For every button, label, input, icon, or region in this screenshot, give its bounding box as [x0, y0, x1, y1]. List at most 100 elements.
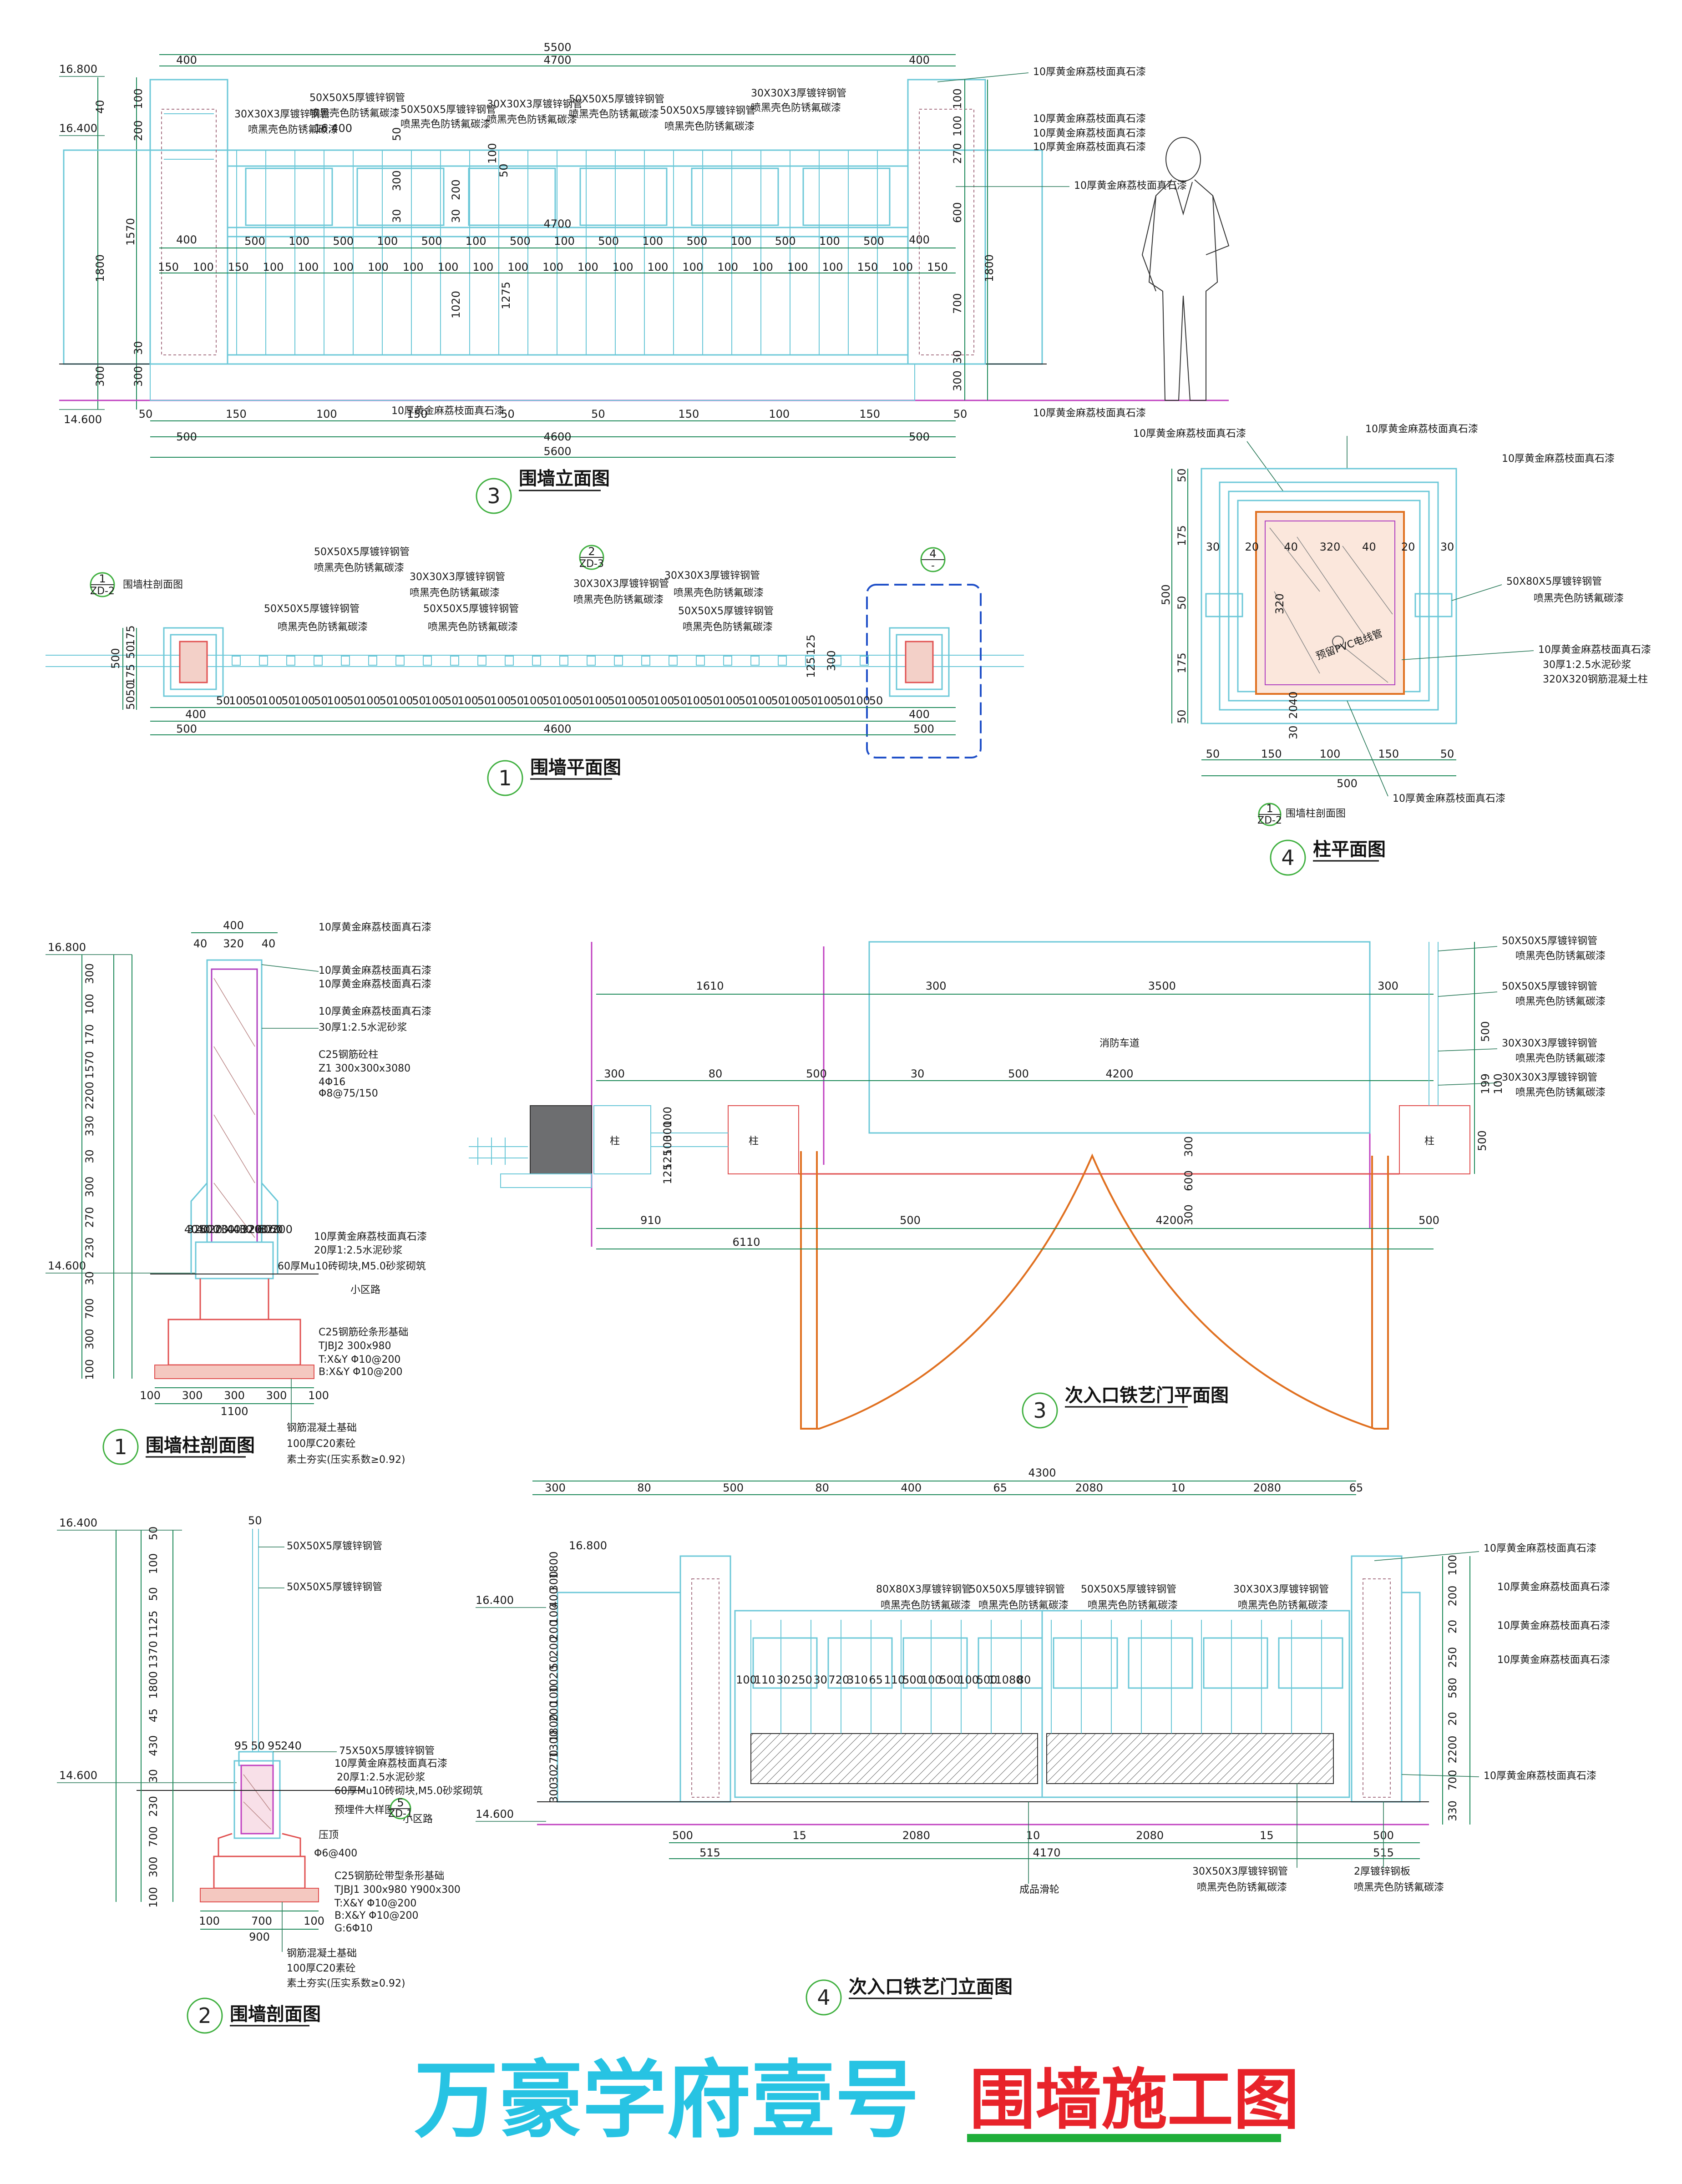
wallsec-left-12: 100 — [147, 1887, 160, 1908]
elev-rowb-21: 100 — [892, 261, 913, 273]
colsec-mid-7: 40 — [227, 1223, 241, 1236]
project-name: 万豪学府壹号 — [414, 2051, 919, 2149]
plan-rowsmall-30: 50 — [706, 694, 720, 707]
elev-panel-3 — [579, 167, 668, 226]
plan-rowsmall-40: 50 — [869, 694, 883, 707]
gateelev-bn-3: 2厚镀锌钢板 — [1354, 1866, 1410, 1877]
plan-label-y: 喷黑壳色防锈氟碳漆 — [573, 594, 664, 606]
plan-rowsmall-16: 50 — [477, 694, 491, 707]
plan-rdim-1: 125 — [805, 657, 817, 678]
sheet-title: 万豪学府壹号 围墙施工图 — [414, 2051, 1299, 2149]
colplan-top-5: 20 — [1401, 541, 1415, 553]
gateelev-inner-10: 100 — [921, 1673, 942, 1686]
wallsec-bot-total: 900 — [249, 1931, 270, 1943]
colsec-left-11: 700 — [83, 1298, 96, 1319]
plan-rowsmall-15: 100 — [457, 694, 478, 707]
elev-rowa-11: 100 — [731, 235, 752, 248]
plan-rowsmall-33: 100 — [751, 694, 772, 707]
elev-rowb-12: 100 — [578, 261, 598, 273]
elev-label-9: 喷黑壳色防锈氟碳漆 — [569, 109, 659, 120]
elev-pipe-labels: 30X30X3厚镀锌钢管 喷黑壳色防锈氟碳漆 50X50X5厚镀锌钢管 喷黑壳色… — [234, 88, 846, 136]
elev-rowb-5: 100 — [333, 261, 354, 273]
elev-rowb-18: 100 — [787, 261, 808, 273]
colplan-rn-1: 喷黑壳色防锈氟碳漆 — [1534, 593, 1624, 604]
colsec-mid-1: 320 — [187, 1223, 208, 1236]
drawing-subject: 围墙施工图 — [969, 2062, 1299, 2138]
gateelev-bot2-0: 515 — [699, 1846, 720, 1859]
elev-rnote-4: 10厚黄金麻荔枝面真石漆 — [1074, 180, 1187, 192]
colsec-note-17: 钢筋混凝土基础 — [287, 1422, 357, 1434]
gateelev-right-6: 2200 — [1446, 1735, 1459, 1763]
elev-right-7: 300 — [951, 370, 964, 391]
colsec-left-4: 2200 — [83, 1082, 96, 1109]
plan-rowsmall-35: 100 — [784, 694, 805, 707]
gateelev-right-8: 330 — [1446, 1800, 1459, 1821]
wall-plan-view: 1 ZD-2 围墙柱剖面图 2 ZD-3 4 - 50X50X5厚镀锌钢管 喷黑… — [46, 545, 1024, 796]
gateelev-inner-11: 500 — [939, 1673, 960, 1686]
wallsec-view-num: 2 — [198, 2003, 211, 2028]
gateelev-inner-0: 100 — [736, 1673, 757, 1686]
colsec-mid-3: 500 — [199, 1223, 220, 1236]
wallsec-note-5: 60厚Mu10砖砌块,M5.0砂浆砌筑 — [334, 1785, 483, 1797]
plan-rowsmall-7: 100 — [327, 694, 348, 707]
gateelev-top-2: 500 — [723, 1481, 744, 1494]
plan-view-label: 围墙平面图 — [530, 757, 621, 778]
plan-rowsmall-14: 50 — [445, 694, 459, 707]
colplan-iv-3: 40 — [1287, 691, 1300, 705]
plan-post-11 — [532, 656, 541, 666]
wallsec-note-16: 100厚C20素砼 — [287, 1963, 355, 1974]
elev-rowb-11: 100 — [542, 261, 563, 273]
elev-16400-mid: 16.400 — [314, 122, 352, 135]
gateelev-bot2-1: 4170 — [1033, 1846, 1060, 1859]
gateplan-rn-4: 30X30X3厚镀锌钢管 — [1502, 1038, 1597, 1049]
gateplan-rn-7: 喷黑壳色防锈氟碳漆 — [1515, 1087, 1606, 1098]
elev-rowa-6: 500 — [510, 235, 531, 248]
elev-mid-1: 300 — [390, 170, 403, 191]
colplan-view-label: 柱平面图 — [1313, 839, 1386, 860]
wallsec-left-2: 50 — [147, 1587, 160, 1601]
elev-label-10: 50X50X5厚镀锌钢管 — [660, 105, 755, 116]
plan-post-22 — [832, 656, 841, 666]
plan-rowsmall-22: 50 — [575, 694, 589, 707]
plan-rowsmall-29: 100 — [686, 694, 707, 707]
gateplan-midv-3: 125 — [661, 1149, 674, 1170]
elev-label-1: 喷黑壳色防锈氟碳漆 — [248, 124, 338, 136]
elev-label-4: 50X50X5厚镀锌钢管 — [400, 104, 496, 116]
colsec-left-8: 270 — [83, 1207, 96, 1228]
colsec-top-0: 400 — [223, 919, 244, 932]
wallsec-note-15: 钢筋混凝土基础 — [287, 1948, 357, 1959]
plan-rowsmall-26: 50 — [640, 694, 654, 707]
colplan-top-note2: 10厚黄金麻荔枝面真石漆 — [1365, 424, 1478, 435]
gateelev-right-5: 20 — [1446, 1712, 1459, 1726]
plan-post-23 — [860, 656, 869, 666]
elev-rowb-3: 100 — [263, 261, 284, 273]
colplan-top-3: 320 — [1320, 541, 1341, 553]
gateelev-right-4: 580 — [1446, 1678, 1459, 1699]
wallsec-note-17: 素土夯实(压实系数≥0.92) — [287, 1978, 405, 1989]
gateelev-left-dims: 1800300400100200200501020100200180013002… — [547, 1551, 560, 1803]
wallsec-note-2: 75X50X5厚镀锌钢管 — [339, 1745, 435, 1757]
gateelev-right-7: 700 — [1446, 1770, 1459, 1791]
wallsec-left-8: 30 — [147, 1769, 160, 1783]
elev-botsmall-9: 50 — [953, 408, 968, 420]
gateelev-inner-14: 11080 — [988, 1673, 1023, 1686]
elev-rnote-2: 10厚黄金麻荔枝面真石漆 — [1033, 128, 1146, 139]
colsec-note-14: TJBJ2 300x980 — [318, 1340, 391, 1352]
gateelev-label-3: 喷黑壳色防锈氟碳漆 — [978, 1600, 1069, 1611]
gateelev-top-0: 300 — [545, 1481, 566, 1494]
plan-ldim-0: 175 — [124, 625, 137, 646]
colsec-mid-12: 60 — [257, 1223, 271, 1236]
gateelev-el-mid: 16.400 — [476, 1594, 514, 1607]
plan-pipe-labels: 50X50X5厚镀锌钢管 喷黑壳色防锈氟碳漆 30X30X3厚镀锌钢管 喷黑壳色… — [264, 546, 774, 633]
elev-rowb-17: 100 — [752, 261, 773, 273]
gateelev-pipe-labels: 80X80X3厚镀锌钢管 喷黑壳色防锈氟碳漆 50X50X5厚镀锌钢管 喷黑壳色… — [876, 1584, 1329, 1611]
plan-label-3: 喷黑壳色防锈氟碳漆 — [410, 587, 500, 599]
elev-rowa-8: 500 — [598, 235, 619, 248]
elev-right-0: 100 — [951, 88, 964, 109]
plan-post-3 — [314, 656, 323, 666]
elev-botsmall-2: 100 — [316, 408, 337, 420]
